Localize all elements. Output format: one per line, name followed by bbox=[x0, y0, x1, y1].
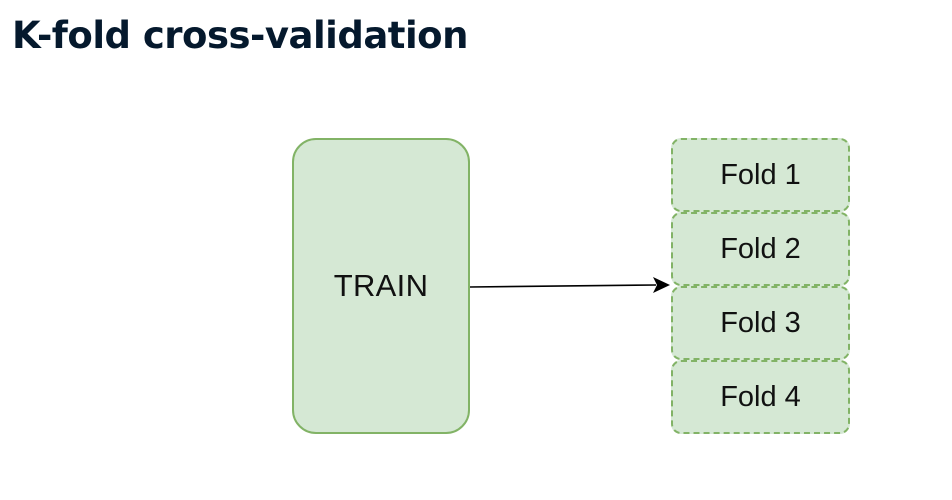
fold-label-2: Fold 2 bbox=[720, 232, 801, 265]
fold-box-3: Fold 3 bbox=[671, 286, 850, 360]
fold-box-4: Fold 4 bbox=[671, 360, 850, 434]
fold-stack: Fold 1 Fold 2 Fold 3 Fold 4 bbox=[671, 138, 850, 435]
fold-label-1: Fold 1 bbox=[720, 158, 801, 191]
train-label: TRAIN bbox=[333, 268, 429, 303]
fold-box-1: Fold 1 bbox=[671, 138, 850, 212]
page-title: K-fold cross-validation bbox=[12, 14, 468, 57]
fold-label-4: Fold 4 bbox=[720, 380, 801, 413]
train-box: TRAIN bbox=[292, 138, 470, 434]
fold-box-2: Fold 2 bbox=[671, 212, 850, 286]
arrowhead-icon bbox=[653, 277, 670, 293]
fold-label-3: Fold 3 bbox=[720, 306, 801, 339]
arrow-line bbox=[469, 284, 657, 288]
